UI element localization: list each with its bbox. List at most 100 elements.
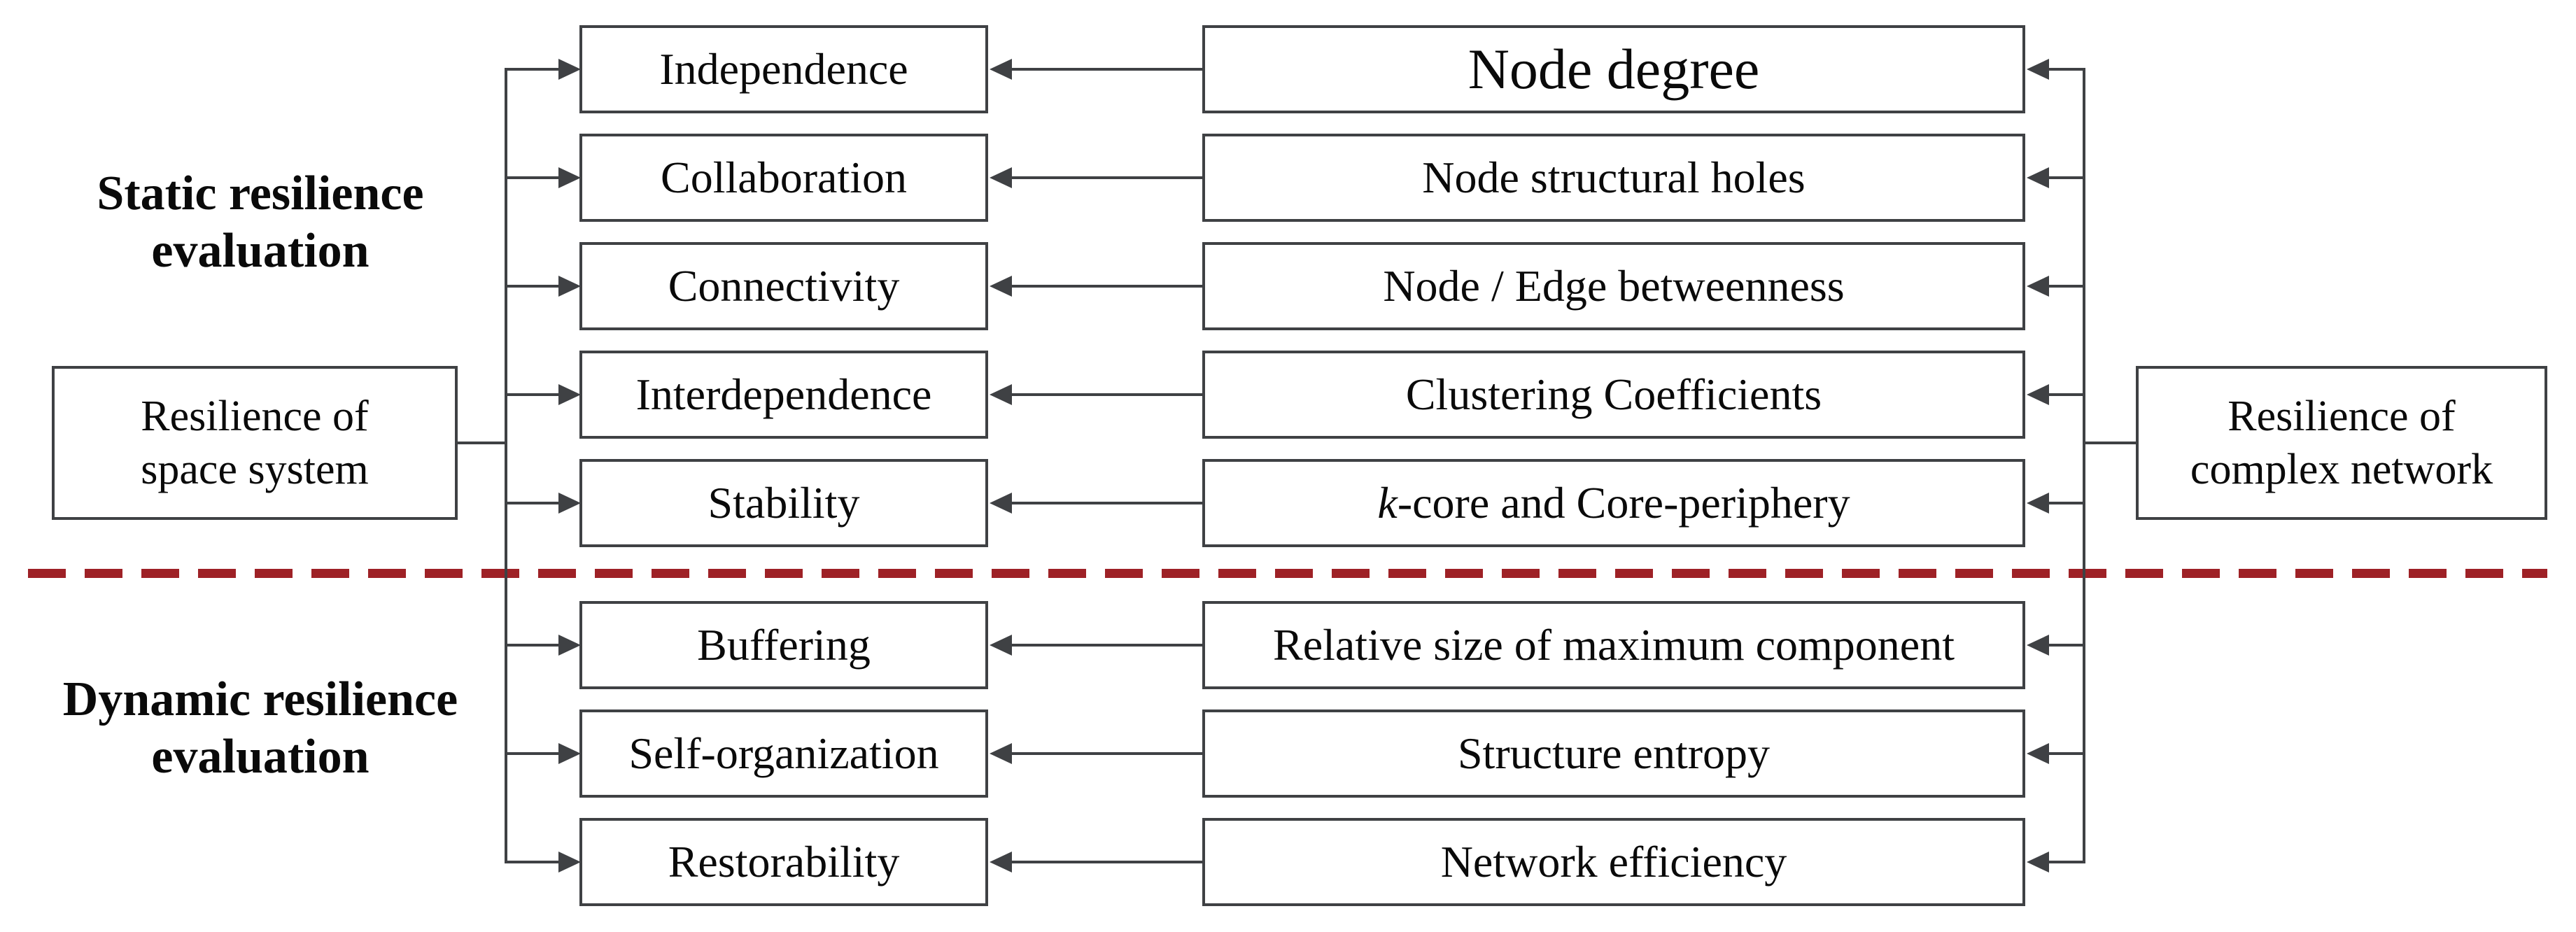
complex-network-node-label: Resilience of complex network — [2190, 390, 2493, 496]
arrowhead-left-icon — [2027, 493, 2049, 514]
complex-network-connector-line — [2084, 442, 2139, 444]
criterion-box-interdependence: Interdependence — [579, 351, 988, 439]
metric-arrow-line-row5 — [1011, 502, 1202, 504]
arrowhead-left-icon — [990, 493, 1012, 514]
criterion-label: Independence — [659, 44, 908, 94]
complex-network-label-line2: complex network — [2190, 446, 2493, 493]
space-system-node-label: Resilience of space system — [141, 390, 368, 496]
arrowhead-right-icon — [558, 384, 581, 405]
static-section-heading: Static resilience evaluation — [14, 165, 507, 280]
criterion-box-collaboration: Collaboration — [579, 134, 988, 222]
criterion-box-independence: Independence — [579, 25, 988, 113]
space-system-label-line2: space system — [141, 446, 369, 493]
arrowhead-left-icon — [990, 384, 1012, 405]
arrowhead-left-icon — [2027, 743, 2049, 764]
metric-arrow-line-row3 — [1011, 285, 1202, 288]
arrowhead-left-icon — [990, 59, 1012, 80]
static-heading-line1: Static resilience — [97, 167, 424, 220]
dynamic-heading-line1: Dynamic resilience — [62, 672, 458, 726]
criterion-label: Stability — [708, 478, 860, 528]
criterion-box-connectivity: Connectivity — [579, 242, 988, 330]
left-stub-line-row6 — [505, 644, 561, 647]
right-stub-line-row3 — [2048, 285, 2085, 288]
metric-box-node-edge-betweenness: Node / Edge betweenness — [1202, 242, 2025, 330]
metric-arrow-line-row7 — [1011, 752, 1202, 755]
dynamic-section-heading: Dynamic resilience evaluation — [11, 671, 509, 786]
static-dynamic-divider-line — [28, 569, 2547, 578]
metric-label: Network efficiency — [1440, 837, 1787, 887]
metric-label: Node degree — [1468, 37, 1760, 101]
metric-box-node-structural-holes: Node structural holes — [1202, 134, 2025, 222]
metric-label: k-core and Core-periphery — [1377, 477, 1850, 529]
metric-label-rest: -core and Core-periphery — [1397, 478, 1850, 528]
arrowhead-left-icon — [990, 276, 1012, 297]
arrowhead-left-icon — [990, 852, 1012, 873]
left-stub-line-row2 — [505, 176, 561, 179]
metric-label: Structure entropy — [1457, 728, 1771, 778]
metric-arrow-line-row8 — [1011, 861, 1202, 863]
arrowhead-right-icon — [558, 493, 581, 514]
metric-arrow-line-row4 — [1011, 393, 1202, 396]
arrowhead-left-icon — [990, 635, 1012, 656]
metric-label: Relative size of maximum component — [1273, 620, 1955, 670]
space-system-connector-line — [455, 442, 506, 444]
arrowhead-left-icon — [2027, 852, 2049, 873]
right-stub-line-row2 — [2048, 176, 2085, 179]
complex-network-node: Resilience of complex network — [2136, 366, 2547, 520]
left-stub-line-row1 — [505, 68, 561, 71]
arrowhead-left-icon — [2027, 276, 2049, 297]
left-stub-line-row8 — [505, 861, 561, 863]
criterion-box-self-organization: Self-organization — [579, 709, 988, 798]
right-stub-line-row5 — [2048, 502, 2085, 504]
arrowhead-left-icon — [2027, 167, 2049, 188]
metric-label: Node structural holes — [1422, 153, 1806, 202]
criterion-box-buffering: Buffering — [579, 601, 988, 689]
criterion-label: Restorability — [668, 837, 900, 887]
right-stub-line-row1 — [2048, 68, 2085, 71]
right-branch-trunk-line — [2083, 68, 2085, 863]
criterion-label: Collaboration — [661, 153, 907, 202]
static-heading-line2: evaluation — [151, 224, 369, 278]
criterion-box-restorability: Restorability — [579, 818, 988, 906]
arrowhead-right-icon — [558, 59, 581, 80]
metric-box-relative-size-max-component: Relative size of maximum component — [1202, 601, 2025, 689]
left-branch-trunk-line — [505, 68, 507, 863]
left-stub-line-row3 — [505, 285, 561, 288]
space-system-node: Resilience of space system — [52, 366, 458, 520]
metric-italic-k: k — [1377, 478, 1398, 528]
metric-box-clustering-coefficients: Clustering Coefficients — [1202, 351, 2025, 439]
arrowhead-right-icon — [558, 852, 581, 873]
metric-box-kcore-core-periphery: k-core and Core-periphery — [1202, 459, 2025, 547]
metric-arrow-line-row6 — [1011, 644, 1202, 647]
arrowhead-left-icon — [2027, 59, 2049, 80]
arrowhead-right-icon — [558, 743, 581, 764]
right-stub-line-row8 — [2048, 861, 2085, 863]
arrowhead-left-icon — [990, 167, 1012, 188]
left-stub-line-row4 — [505, 393, 561, 396]
metric-box-network-efficiency: Network efficiency — [1202, 818, 2025, 906]
right-stub-line-row7 — [2048, 752, 2085, 755]
arrowhead-left-icon — [990, 743, 1012, 764]
arrowhead-right-icon — [558, 276, 581, 297]
metric-arrow-line-row1 — [1011, 68, 1202, 71]
dynamic-heading-line2: evaluation — [151, 730, 369, 784]
left-stub-line-row7 — [505, 752, 561, 755]
left-stub-line-row5 — [505, 502, 561, 504]
arrowhead-left-icon — [2027, 635, 2049, 656]
criterion-label: Self-organization — [628, 728, 939, 778]
criterion-label: Interdependence — [635, 369, 932, 419]
criterion-box-stability: Stability — [579, 459, 988, 547]
criterion-label: Buffering — [697, 620, 871, 670]
metric-label: Clustering Coefficients — [1405, 369, 1822, 419]
space-system-label-line1: Resilience of — [141, 393, 369, 440]
complex-network-label-line1: Resilience of — [2227, 393, 2456, 440]
metric-box-structure-entropy: Structure entropy — [1202, 709, 2025, 798]
right-stub-line-row6 — [2048, 644, 2085, 647]
arrowhead-right-icon — [558, 167, 581, 188]
metric-label: Node / Edge betweenness — [1383, 261, 1845, 311]
arrowhead-left-icon — [2027, 384, 2049, 405]
metric-arrow-line-row2 — [1011, 176, 1202, 179]
right-stub-line-row4 — [2048, 393, 2085, 396]
arrowhead-right-icon — [558, 635, 581, 656]
